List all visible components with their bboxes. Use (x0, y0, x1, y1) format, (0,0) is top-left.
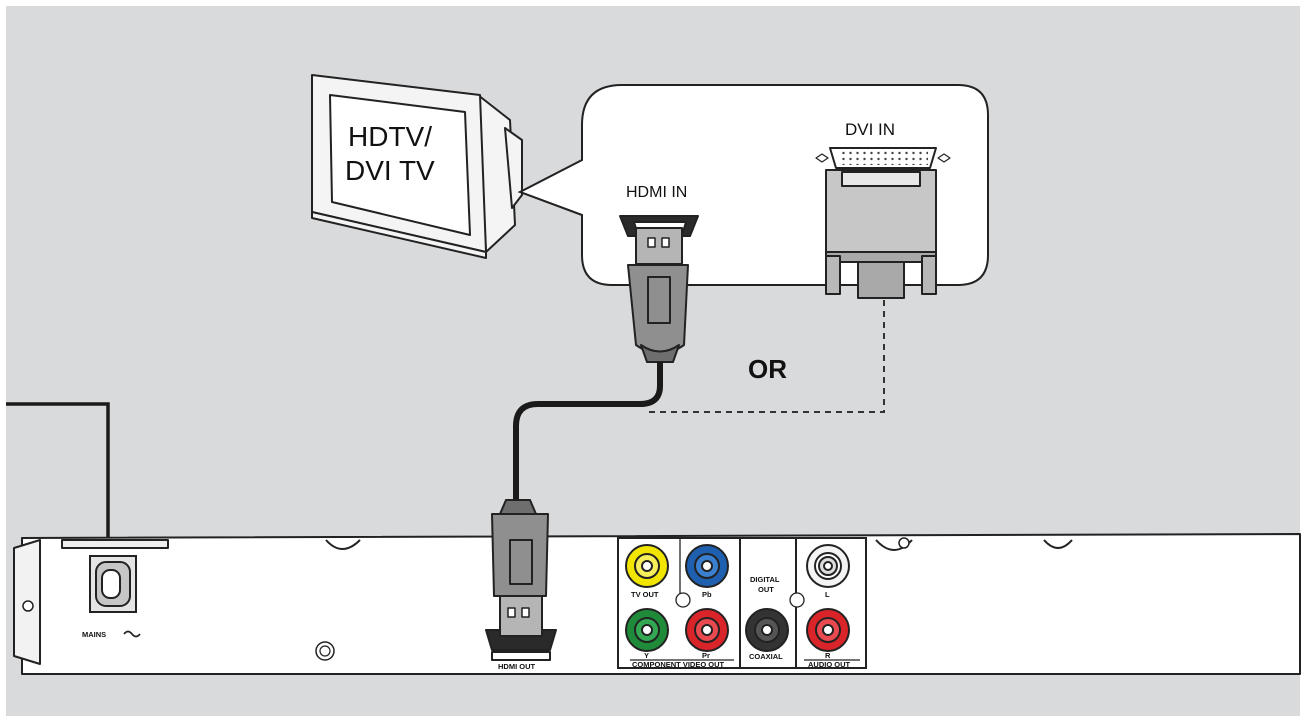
pb-jack-blue (685, 544, 729, 588)
dvi-plug (825, 169, 937, 299)
tv-out-label: TV OUT (631, 590, 659, 599)
dvi-cable-dashed (646, 300, 885, 413)
hdmi-plug-player-end (491, 499, 549, 637)
pb-label: Pb (702, 590, 712, 599)
audio-right-jack-red (806, 608, 850, 652)
tv-illustration: HDTV/ DVI TV (311, 74, 523, 259)
coaxial-label: COAXIAL (749, 652, 783, 661)
tv-label-line2: DVI TV (345, 155, 435, 186)
y-label: Y (644, 651, 649, 660)
dvi-in-label: DVI IN (845, 120, 895, 139)
ac-symbol-icon (123, 630, 141, 638)
mains-label: MAINS (82, 630, 106, 639)
y-jack-green (625, 608, 669, 652)
audio-right-label: R (825, 651, 831, 660)
mains-cable (6, 402, 110, 590)
hdmi-out-label: HDMI OUT (498, 662, 535, 671)
hdmi-in-port (619, 215, 699, 265)
audio-out-label: AUDIO OUT (808, 660, 851, 669)
tv-label-line1: HDTV/ (348, 121, 432, 152)
hdmi-cable (513, 362, 663, 500)
audio-left-label: L (825, 590, 830, 599)
mains-socket (89, 555, 137, 613)
audio-left-jack-white (806, 544, 850, 588)
digital-out-label-2: OUT (758, 585, 774, 594)
pr-label: Pr (702, 651, 710, 660)
hdmi-in-label: HDMI IN (626, 184, 687, 201)
digital-out-label-1: DIGITAL (750, 575, 780, 584)
dvi-in-port (815, 147, 951, 169)
hdmi-plug-tv-end (627, 264, 689, 363)
coaxial-jack-black (745, 608, 789, 652)
or-label: OR (748, 354, 787, 384)
component-video-out-label: COMPONENT VIDEO OUT (632, 660, 725, 669)
pr-jack-red (685, 608, 729, 652)
tv-out-jack-yellow (625, 544, 669, 588)
